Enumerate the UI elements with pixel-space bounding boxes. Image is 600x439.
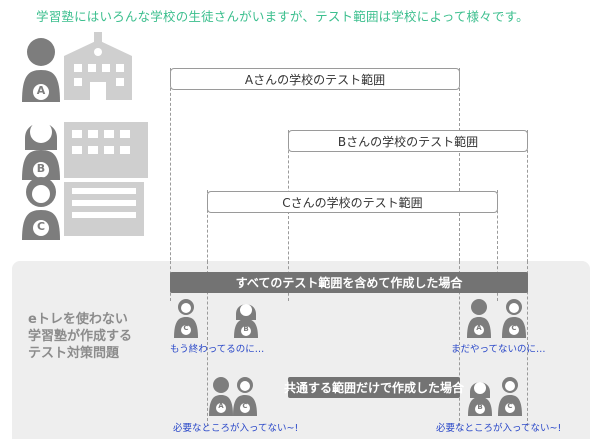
figure-label: C (183, 324, 189, 332)
figure-label: C (507, 402, 513, 410)
figure-label: A (476, 324, 482, 332)
range-guide-line (527, 261, 528, 426)
student-figure-a: A (208, 376, 234, 420)
figure-label: A (218, 402, 224, 410)
student-c-school: C (20, 168, 170, 240)
speech-right-all: まだやってないのに… (451, 344, 546, 355)
school-building-icon (64, 182, 144, 236)
speech-right-common: 必要なところが入ってない~! (436, 423, 562, 434)
student-figure-icon (467, 299, 491, 338)
student-figure-c: C (501, 298, 527, 342)
speech-left-common: 必要なところが入ってない~! (173, 423, 299, 434)
student-avatar-icon (22, 38, 60, 102)
student-figure-icon (209, 377, 233, 416)
panel-label: eトレを使わない 学習塾が作成する テスト対策問題 (28, 311, 158, 362)
student-figure-icon (502, 299, 526, 338)
range-box-b: Bさんの学校のテスト範囲 (288, 130, 528, 152)
range-guide-line (497, 190, 498, 300)
panel-label-line: eトレを使わない (28, 312, 128, 327)
speech-left-all: もう終わってるのに… (170, 344, 265, 355)
figure-label: B (243, 325, 249, 333)
scenario-common-bar: 共通する範囲だけで作成した場合 (284, 377, 464, 398)
figure-label: B (477, 403, 483, 411)
student-avatar-icon (22, 177, 60, 240)
student-figure-icon (468, 382, 492, 416)
range-guide-line (288, 130, 289, 300)
range-guide-line (207, 261, 208, 426)
student-figure-b: B (467, 376, 493, 420)
school-building-icon (64, 122, 148, 178)
figure-label: C (511, 324, 517, 332)
range-guide-line (459, 261, 460, 426)
student-a-school: A (20, 30, 170, 102)
page-title: 学習塾にはいろんな学校の生徒さんがいますが、テスト範囲は学校によって様々です。 (36, 9, 529, 24)
student-b-school: B (20, 108, 170, 180)
scenario-all-bar: すべてのテスト範囲を含めて作成した場合 (170, 272, 528, 293)
student-figure-c: C (232, 376, 258, 420)
student-label: A (36, 84, 46, 97)
student-avatar-icon (22, 121, 60, 180)
school-building-icon (64, 32, 132, 100)
student-label: C (36, 220, 46, 233)
student-figure-icon (234, 304, 258, 338)
student-figure-icon (498, 377, 522, 416)
range-guide-line (459, 68, 460, 426)
student-figure-a: A (466, 298, 492, 342)
figure-label: C (242, 402, 248, 410)
range-box-c: Cさんの学校のテスト範囲 (207, 191, 498, 213)
student-figure-c: C (173, 298, 199, 342)
student-figure-b: B (233, 298, 259, 342)
panel-label-line: 学習塾が作成する (28, 329, 133, 344)
student-figure-icon (174, 299, 198, 338)
panel-label-line: テスト対策問題 (28, 346, 120, 361)
range-box-a: Aさんの学校のテスト範囲 (170, 68, 460, 90)
student-label: B (36, 162, 46, 175)
student-figure-icon (233, 377, 257, 416)
student-figure-c: C (497, 376, 523, 420)
range-guide-line (170, 68, 171, 300)
